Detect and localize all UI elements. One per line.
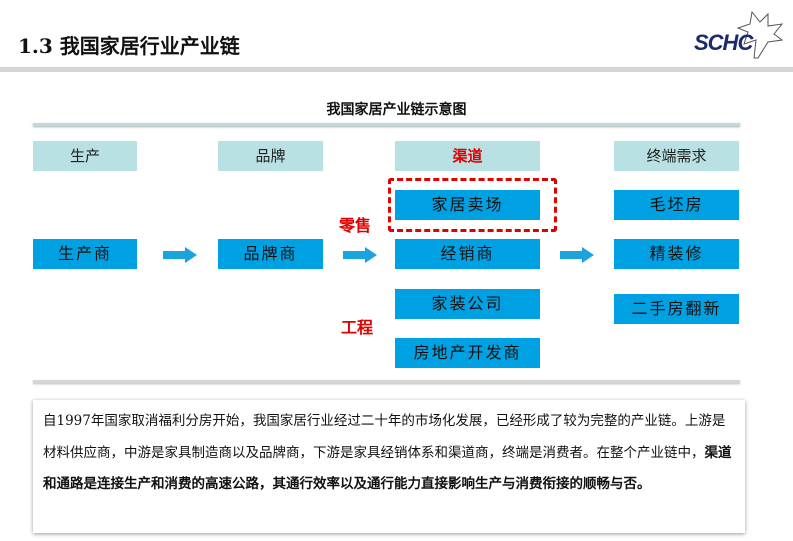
description-box: 自1997年国家取消福利分房开始，我国家居行业经过二十年的市场化发展，已经形成了… bbox=[33, 400, 745, 533]
demand-box-finished-decoration: 精装修 bbox=[614, 239, 739, 269]
maple-leaf-icon bbox=[736, 10, 784, 59]
demand-box-second-hand-renovation: 二手房翻新 bbox=[614, 294, 739, 324]
channel-box-developer: 房地产开发商 bbox=[395, 338, 540, 368]
column-header-demand: 终端需求 bbox=[614, 141, 739, 171]
schc-logo: SCHC bbox=[692, 10, 784, 60]
description-text: 自1997年国家取消福利分房开始，我国家居行业经过二十年的市场化发展，已经形成了… bbox=[43, 413, 726, 461]
page-title: 1.3 我国家居行业产业链 bbox=[18, 34, 240, 58]
logo-text: SCHC bbox=[694, 30, 753, 55]
description-emphasis: 渠道和通路是连接生产和消费的高速公路，其通行效率以及通行能力直接影响生产与消费衔… bbox=[43, 444, 732, 493]
retail-label: 零售 bbox=[339, 216, 372, 235]
demand-box-rough-house: 毛坯房 bbox=[614, 190, 739, 220]
engineering-label: 工程 bbox=[341, 318, 374, 337]
diagram-bottom-divider bbox=[33, 380, 740, 383]
column-header-channel: 渠道 bbox=[395, 141, 540, 171]
column-header-production: 生产 bbox=[33, 141, 137, 171]
column-header-brand: 品牌 bbox=[218, 141, 323, 171]
brand-box: 品牌商 bbox=[218, 239, 323, 269]
diagram-top-divider bbox=[33, 123, 740, 126]
highlight-dashed-frame bbox=[388, 178, 557, 232]
diagram-title: 我国家居产业链示意图 bbox=[326, 102, 467, 118]
arrow-right-icon bbox=[163, 247, 197, 263]
arrow-right-icon bbox=[560, 247, 594, 263]
header-divider bbox=[0, 67, 793, 72]
producer-box: 生产商 bbox=[33, 239, 137, 269]
channel-box-home-mall: 家居卖场 bbox=[395, 190, 540, 220]
channel-box-distributor: 经销商 bbox=[395, 239, 540, 269]
arrow-right-icon bbox=[343, 247, 377, 263]
channel-box-decoration-company: 家装公司 bbox=[395, 289, 540, 319]
